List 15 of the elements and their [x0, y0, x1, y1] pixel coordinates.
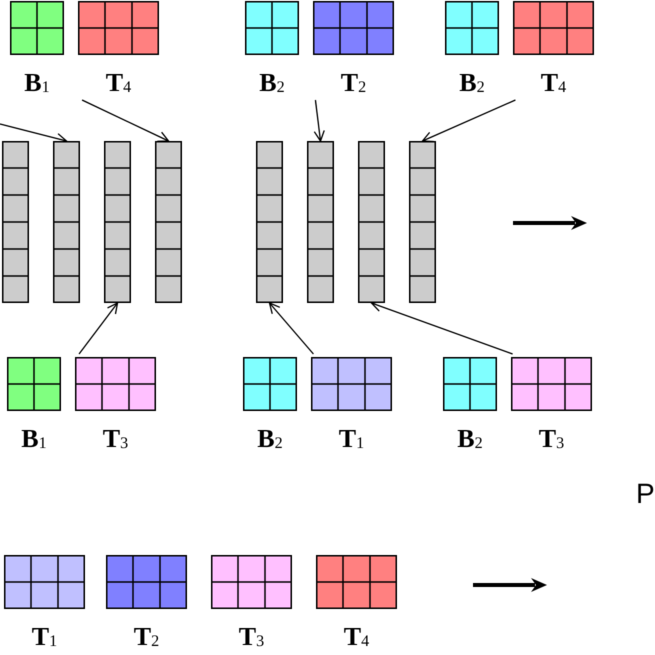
arrow — [314, 100, 325, 142]
arrow — [82, 99, 170, 142]
vector-column — [307, 141, 334, 303]
vector-column — [256, 141, 283, 303]
vector-column — [358, 141, 385, 303]
vector-column — [155, 141, 182, 303]
vector-column — [53, 141, 80, 303]
arrow — [422, 99, 516, 142]
vector-column — [2, 141, 29, 303]
text-label: P — [636, 479, 655, 509]
arrow — [78, 302, 118, 354]
arrow — [268, 302, 314, 354]
vector-column — [104, 141, 131, 303]
vector-column — [409, 141, 436, 303]
arrow — [370, 301, 513, 355]
